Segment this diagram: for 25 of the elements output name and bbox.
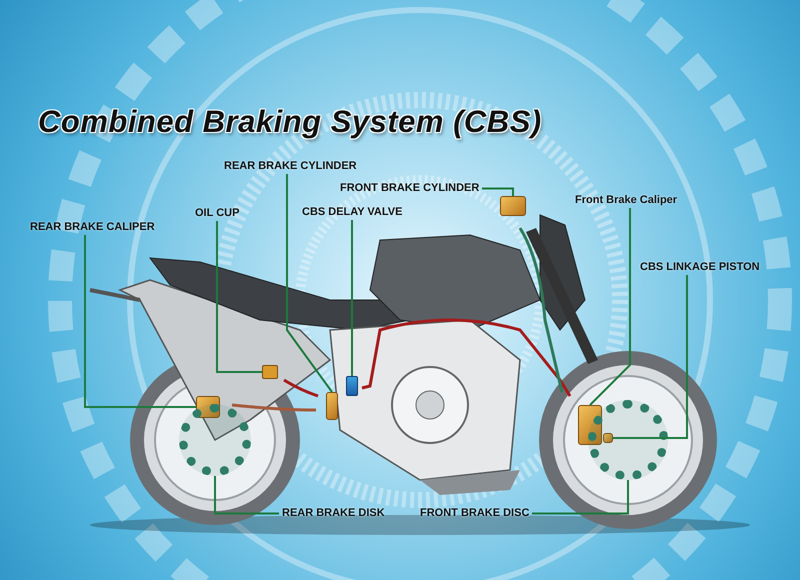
brake-cylinder-drawing — [500, 196, 526, 216]
leader-line — [214, 476, 279, 514]
leader-line — [84, 235, 196, 408]
part-label: OIL CUP — [195, 207, 240, 220]
part-label: Front Brake Caliper — [575, 194, 678, 207]
brake-caliper-drawing — [196, 396, 220, 418]
part-label: REAR BRAKE CYLINDER — [224, 160, 357, 173]
valve-drawing — [346, 376, 358, 396]
part-label: CBS LINKAGE PISTON — [640, 261, 760, 274]
part-label: FRONT BRAKE CYLINDER — [340, 182, 480, 195]
leader-line — [613, 275, 688, 439]
leader-line — [286, 174, 333, 393]
leader-line — [351, 220, 353, 376]
part-label: REAR BRAKE DISK — [282, 507, 385, 520]
title: Combined Braking System (CBS) — [38, 104, 542, 140]
part-label: REAR BRAKE CALIPER — [30, 221, 155, 234]
part-label: CBS DELAY VALVE — [302, 206, 402, 219]
leader-line — [532, 480, 629, 514]
leader-line — [589, 208, 631, 406]
part-label: FRONT BRAKE DISC — [420, 507, 530, 520]
oil-cup-drawing — [262, 365, 278, 379]
brake-cylinder-drawing — [326, 392, 338, 420]
brake-caliper-drawing — [578, 405, 602, 445]
leader-line — [482, 188, 514, 196]
leader-line — [216, 221, 262, 373]
